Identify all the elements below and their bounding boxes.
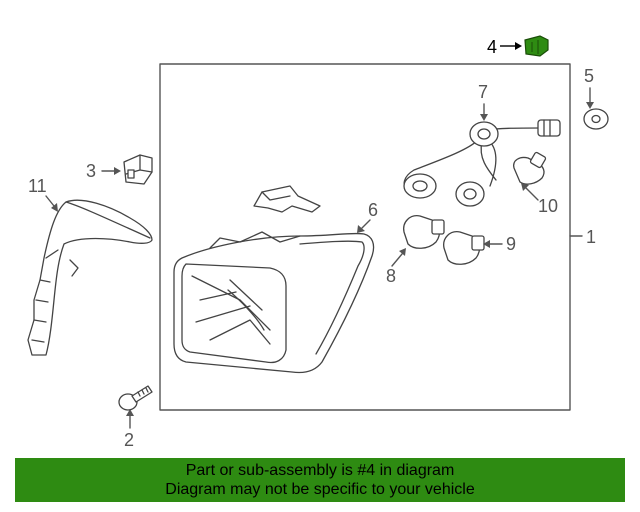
callout-10-arrow [521,183,539,201]
notice-line-1: Part or sub-assembly is #4 in diagram [185,462,455,479]
callout-8-arrow [391,248,406,267]
callout-4-arrow [500,42,522,50]
callout-6: 6 [368,200,378,220]
callout-3-arrow [101,167,121,175]
callout-2: 2 [124,430,134,450]
callout-3: 3 [86,161,96,181]
callout-4: 4 [487,37,497,57]
part-2-screw [118,385,153,411]
assembly-frame [159,63,583,411]
callout-8: 8 [386,266,396,286]
callout-2-arrow [126,409,134,429]
callout-10: 10 [538,196,558,216]
callout-11-arrow [45,195,58,212]
part-4-highlighted[interactable] [524,35,549,57]
callout-9-arrow [483,240,503,248]
callout-7-arrow [480,103,488,121]
part-10-bulb [513,151,547,185]
callout-9: 9 [506,234,516,254]
callout-1: 1 [586,227,596,247]
part-7-wiring-harness [403,119,561,207]
mounting-bracket [253,185,321,213]
part-3-clip [123,154,153,185]
notice-banner: Part or sub-assembly is #4 in diagram Di… [15,458,625,502]
part-9-bulb [443,231,485,265]
callout-5-arrow [586,87,594,109]
part-5-grommet [583,108,609,130]
callout-6-arrow [357,219,371,233]
callout-11: 11 [28,176,47,196]
part-11-bracket [27,199,153,356]
part-8-bulb [403,215,445,249]
callout-5: 5 [584,66,594,86]
callout-7: 7 [478,82,488,102]
part-6-tail-lamp [173,231,375,374]
notice-line-2: Diagram may not be specific to your vehi… [165,481,475,498]
